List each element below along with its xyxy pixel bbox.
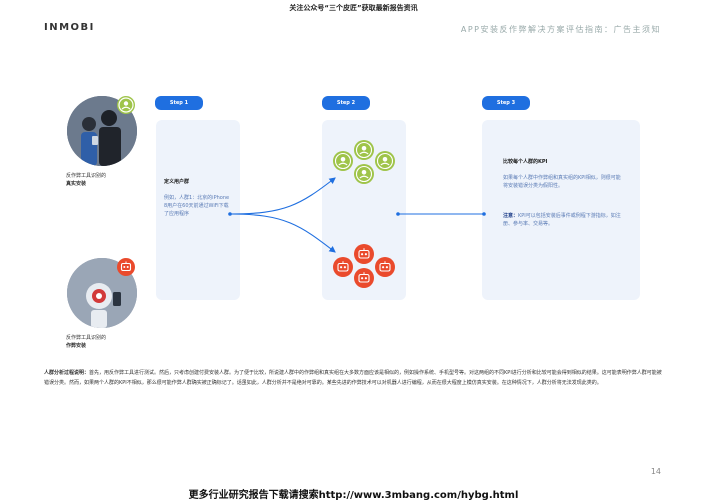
step-3-body: 如果每个人群中作弊组和真实组的KPI相似，则很可能将安装错误分类为假阳性。 <box>503 175 621 189</box>
arrow-to-real-group <box>229 177 336 215</box>
arrow-step-3-start-dot <box>396 212 400 216</box>
user-icon <box>117 96 135 114</box>
user-icon <box>375 151 395 171</box>
user-icon <box>354 164 374 184</box>
step-3-title: 比较每个人群的KPI <box>503 159 548 165</box>
step-3-note-text: KPI可以包括安装后事件或例程下游指标，如注册、参与率、交易等。 <box>503 213 621 227</box>
step-1-body: 例如，人群1：北京的iPhone 8用户在60天前通过WiFi下载了应用程序 <box>164 195 230 217</box>
page-number: 14 <box>650 467 661 476</box>
step-3-note-label: 注意： <box>503 213 519 219</box>
step-2-pill: Step 2 <box>322 96 370 110</box>
user-icon <box>333 151 353 171</box>
robot-icon <box>333 257 353 277</box>
step-3-card <box>482 120 640 300</box>
document-title: APP安装反作弊解决方案评估指南：广告主须知 <box>460 25 661 34</box>
fraud-install-photo <box>67 258 137 328</box>
step-1-card <box>156 120 240 300</box>
inmobi-logo: INMOBI <box>44 22 95 33</box>
fraud-install-caption: 反作弊工具识别的 作弊安装 <box>66 335 107 349</box>
user-icon <box>354 140 374 160</box>
robot-icon <box>354 244 374 264</box>
robot-icon <box>375 257 395 277</box>
real-install-photo <box>67 96 137 166</box>
real-install-caption: 反作弊工具识别的 真实安装 <box>66 173 107 187</box>
arrow-step-3-end-dot <box>482 212 486 216</box>
explanation-text: 首先，用反作弊工具进行测试。然后，只考虑创建付费安装人群。为了便于比较，所说建人… <box>44 370 662 386</box>
step-1-pill: Step 1 <box>155 96 203 110</box>
arrow-to-fraud-group <box>229 213 336 253</box>
step-3-pill: Step 3 <box>482 96 530 110</box>
cohort-analysis-explanation: 人群分析过程说明：首先，用反作弊工具进行测试。然后，只考虑创建付费安装人群。为了… <box>44 368 662 388</box>
step-3-note: 注意：KPI可以包括安装后事件或例程下游指标，如注册、参与率、交易等。 <box>503 212 621 228</box>
arrow-origin-dot <box>228 212 232 216</box>
robot-icon <box>117 258 135 276</box>
step-1-title: 定义用户群 <box>164 179 190 185</box>
top-banner: 关注公众号“三个皮匠”获取最新报告资讯 <box>289 4 418 12</box>
footer-link-text: 更多行业研究报告下载请搜索http://www.3mbang.com/hybg.… <box>188 490 519 501</box>
explanation-label: 人群分析过程说明： <box>44 370 90 376</box>
robot-icon <box>354 268 374 288</box>
